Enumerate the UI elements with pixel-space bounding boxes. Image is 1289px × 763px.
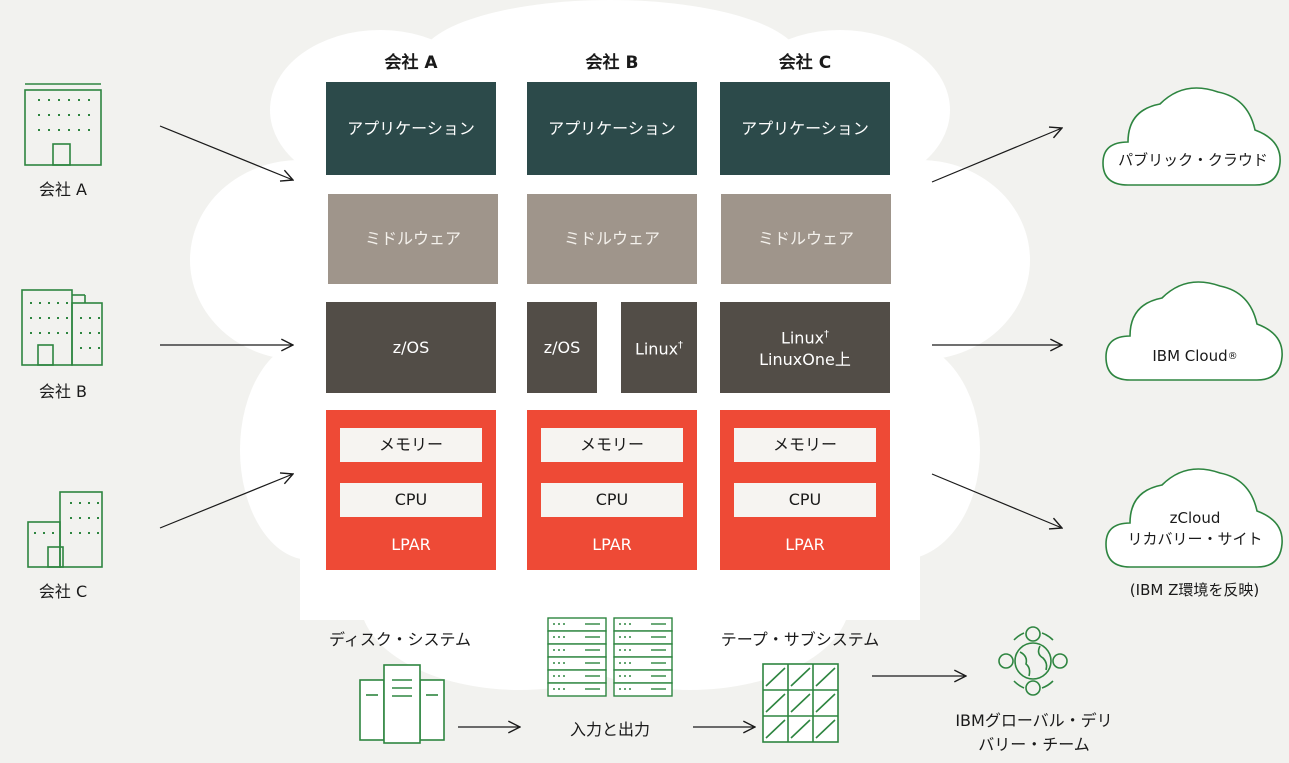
cloud-outlines — [1102, 87, 1283, 568]
os-label: z/OS — [392, 337, 430, 357]
os-block-a: z/OS — [326, 302, 496, 393]
zcloud-title: zCloud — [1169, 509, 1221, 527]
cpu-box: CPU — [340, 483, 482, 517]
memory-box: メモリー — [340, 428, 482, 462]
memory-box: メモリー — [541, 428, 683, 462]
application-label: アプリケーション — [347, 118, 475, 138]
application-block-a: アプリケーション — [326, 82, 496, 175]
middleware-block-a: ミドルウェア — [328, 194, 498, 284]
building-label-c: 会社 C — [38, 582, 88, 601]
delivery-team-line2: バリー・チーム — [978, 735, 1090, 754]
building-icon — [24, 83, 102, 166]
column-header-company-c: 会社 C — [778, 53, 832, 73]
zcloud-label: zCloud リカバリー・サイト — [1106, 506, 1284, 552]
lpar-label: LPAR — [592, 535, 632, 554]
disk-system-label: ディスク・システム — [328, 630, 472, 649]
arrows — [159, 125, 1062, 727]
building-label-a: 会社 A — [38, 180, 88, 199]
lpar-label: LPAR — [785, 535, 825, 554]
disk-system-icon — [359, 664, 445, 744]
os-label: Linux† — [634, 339, 684, 359]
os-block-c: Linux† LinuxOne上 — [720, 302, 890, 393]
lpar-block-c: メモリー CPU LPAR — [720, 410, 890, 570]
cloud-icon — [1102, 87, 1281, 186]
public-cloud-label: パブリック・クラウド — [1118, 150, 1268, 169]
zcloud-note: (IBM Z環境を反映) — [1129, 581, 1260, 599]
globe-team-icon — [998, 626, 1068, 696]
building-icon — [27, 491, 103, 568]
os-label: Linux† — [780, 328, 830, 348]
delivery-team-line1: IBMグローバル・デリ — [955, 711, 1113, 730]
servers-icon — [547, 617, 673, 697]
ibm-cloud-label: IBM Cloud® — [1152, 346, 1238, 365]
cloud-icon — [1105, 468, 1283, 568]
tape-icon — [762, 663, 839, 743]
os-block-b-zos: z/OS — [527, 302, 597, 393]
os-label-sub: LinuxOne上 — [759, 350, 851, 370]
application-block-c: アプリケーション — [720, 82, 890, 175]
middleware-label: ミドルウェア — [757, 229, 854, 248]
middleware-block-b: ミドルウェア — [527, 194, 697, 284]
application-label: アプリケーション — [741, 118, 869, 138]
io-label: 入力と出力 — [569, 720, 650, 739]
application-label: アプリケーション — [548, 118, 676, 138]
building-icon — [21, 289, 103, 366]
lpar-block-a: メモリー CPU LPAR — [326, 410, 496, 570]
memory-box: メモリー — [734, 428, 876, 462]
application-block-b: アプリケーション — [527, 82, 697, 175]
tape-subsystem-label: テープ・サブシステム — [720, 630, 880, 649]
column-header-company-b: 会社 B — [585, 53, 639, 73]
zcloud-subtitle: リカバリー・サイト — [1127, 530, 1263, 548]
delivery-team-label: IBMグローバル・デリ バリー・チーム — [944, 709, 1124, 757]
lpar-label: LPAR — [391, 535, 431, 554]
lpar-block-b: メモリー CPU LPAR — [527, 410, 697, 570]
column-header-company-a: 会社 A — [384, 53, 438, 73]
cpu-box: CPU — [541, 483, 683, 517]
cloud-icon — [1105, 281, 1283, 381]
middleware-block-c: ミドルウェア — [721, 194, 891, 284]
building-label-b: 会社 B — [38, 382, 88, 401]
middleware-label: ミドルウェア — [563, 229, 660, 248]
cpu-box: CPU — [734, 483, 876, 517]
os-block-b-linux: Linux† — [621, 302, 697, 393]
os-label: z/OS — [543, 337, 581, 357]
middleware-label: ミドルウェア — [364, 229, 461, 248]
